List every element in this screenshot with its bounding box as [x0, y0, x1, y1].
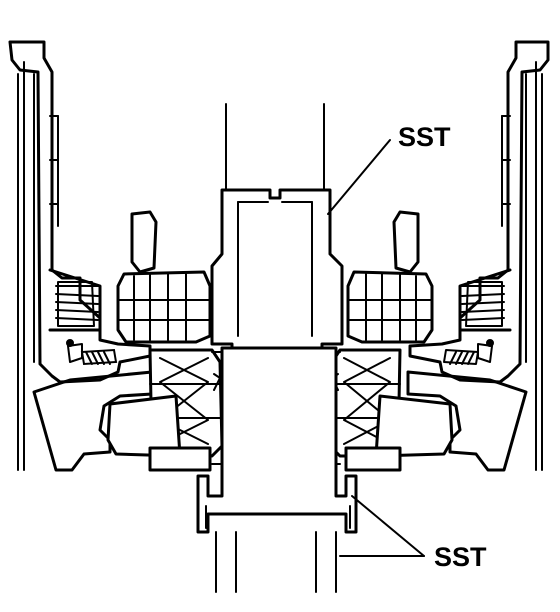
- sst-bottom-leader-line-1: [351, 495, 425, 557]
- right-housing: [406, 40, 550, 472]
- sst-top-label: SST: [398, 122, 451, 152]
- left-housing: [8, 40, 154, 472]
- sst-bottom-label: SST: [434, 542, 487, 572]
- left-bearing-assembly: [106, 210, 225, 472]
- right-bearing-assembly: [327, 210, 454, 472]
- sst-top-leader-line: [327, 139, 391, 215]
- sst-press-tool: [196, 103, 358, 593]
